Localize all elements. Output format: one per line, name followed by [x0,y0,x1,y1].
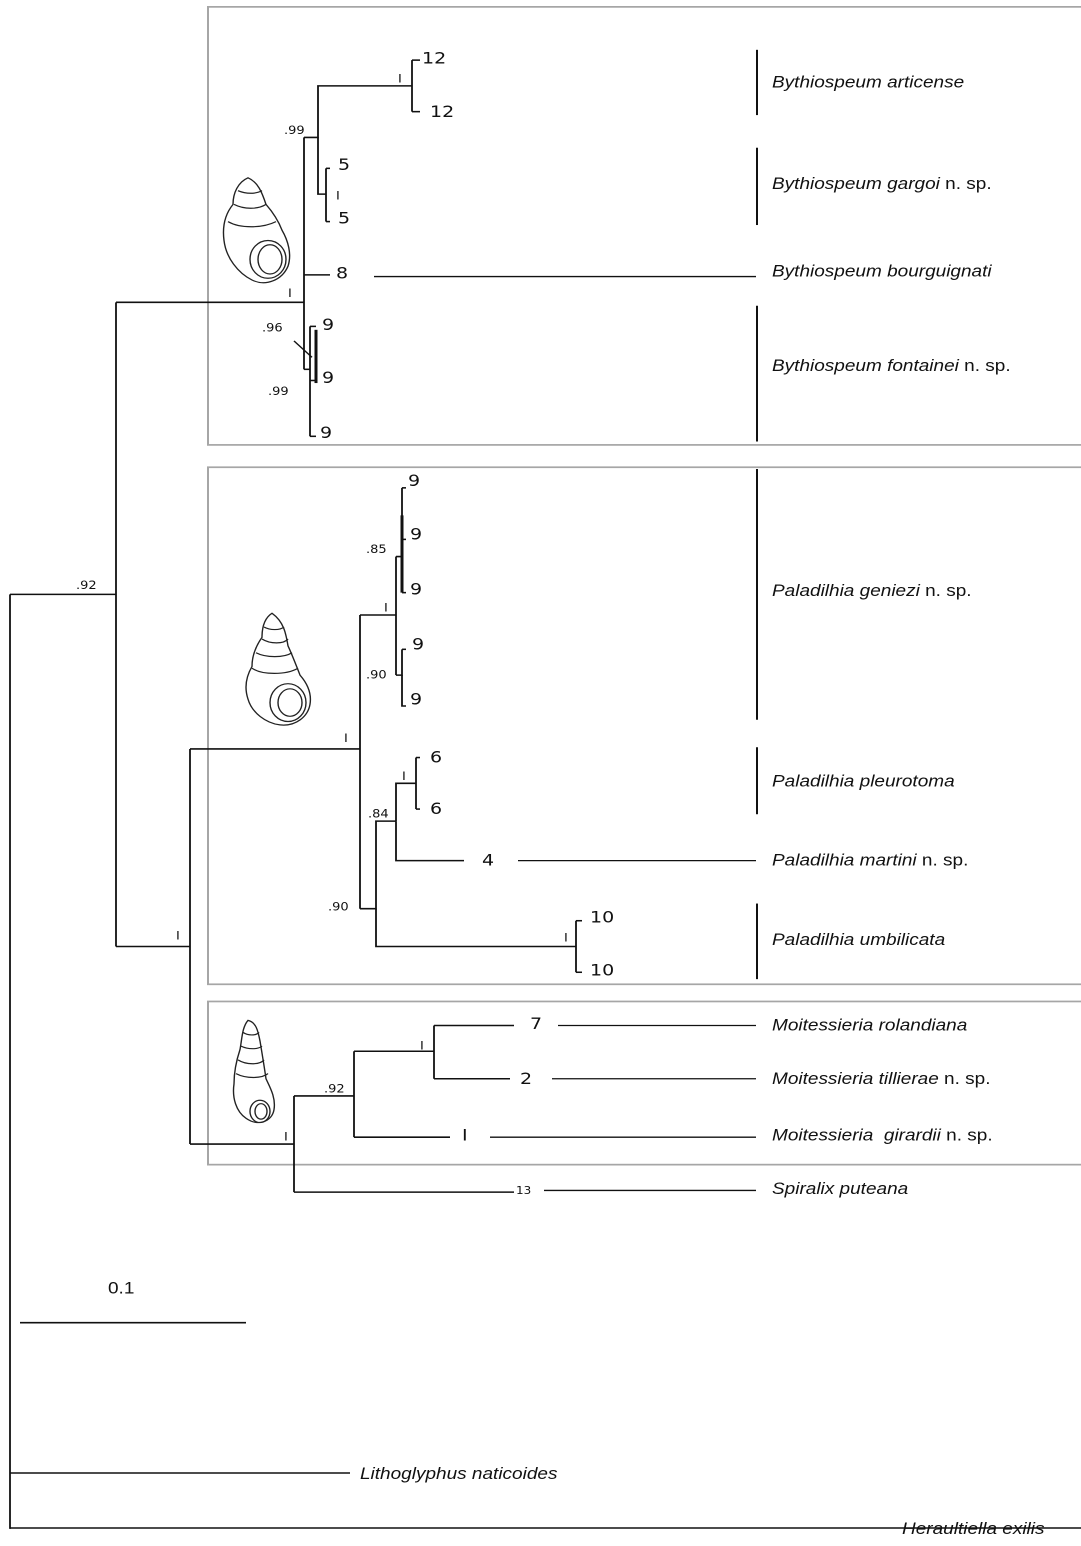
species-label-rolandiana: Moitessieria rolandiana [772,1016,967,1034]
tip-number: 12 [430,103,454,121]
scale-label: 0.1 [108,1279,134,1297]
tip-number: 9 [322,369,334,387]
support-value: I [420,1039,424,1052]
support-value: .96 [262,321,283,334]
species-label-spiralix: Spiralix puteana [772,1179,908,1197]
tip-number: 9 [322,316,334,334]
branch-byth-upper [304,85,412,139]
species-label-lithoglyphus: Lithoglyphus naticoides [360,1464,558,1482]
species-label-pleurotoma: Paladilhia pleurotoma [772,772,955,790]
tip-number: 2 [520,1070,532,1088]
support-value: I [384,601,388,614]
branch-geniezi-bot-b [401,675,406,707]
support-value: .85 [366,543,387,556]
branch-paladilhia-lower [360,820,396,910]
bythiospeum-shell-icon [222,177,291,284]
tip-number: 10 [590,962,614,980]
tip-number: I [462,1127,468,1145]
tip-number: 7 [530,1015,542,1033]
paladilhia-clade-box [207,466,1081,986]
support-value: I [284,1130,288,1143]
tip-number: 9 [320,424,332,442]
support-value: I [336,189,340,202]
tip-number: 10 [590,909,614,927]
bythiospeum-clade-box [207,6,1081,446]
support-value: .84 [368,808,389,821]
tip-number: 9 [410,581,422,599]
tip-number: 12 [422,50,446,68]
species-label-tillierae: Moitessieria tillierae n. sp. [772,1069,991,1087]
tip-number: 4 [482,852,494,870]
branch-pleuro-martini [395,821,464,862]
tip-number: 5 [338,209,350,227]
support-value: .90 [366,668,387,681]
species-label-articense: Bythiospeum articense [772,73,964,91]
paladilhia-shell-icon [245,612,312,726]
species-label-umbilicata: Paladilhia umbilicata [772,930,945,948]
branch-to-pleurotoma [395,782,416,822]
tip-number: 9 [410,526,422,544]
species-label-martini: Paladilhia martini n. sp. [772,851,968,869]
tip-number: 9 [408,472,420,490]
species-label-bourguignati: Bythiospeum bourguignati [772,262,993,280]
support-value: .99 [268,385,289,398]
branch-to-umbilicata [375,908,576,948]
species-label-geniezi: Paladilhia geniezi n. sp. [772,581,972,599]
tip-number: 13 [516,1185,531,1197]
tip-number: 6 [430,800,442,818]
support-value: .92 [324,1082,345,1095]
moitessieria-shell-icon [232,1019,276,1124]
support-value: I [564,931,568,944]
support-value: .99 [284,124,305,137]
species-label-girardii: Moitessieria girardii n. sp. [772,1126,993,1144]
support-value: I [398,72,402,85]
support-value: I [176,929,180,942]
species-label-gargoi: Bythiospeum gargoi n. sp. [772,174,992,192]
support-value: I [344,732,348,745]
tip-number: 8 [336,264,348,282]
tip-number: 9 [412,635,424,653]
moitessieria-clade-box [207,1000,1081,1166]
branch-gargoi-stem [317,137,326,195]
support-value: .92 [76,579,97,592]
tip-number: 9 [410,690,422,708]
support-value: .90 [328,900,349,913]
species-label-heraultiella: Heraultiella exilis [902,1519,1045,1537]
support-value: I [288,287,292,300]
tip-number: 6 [430,749,442,767]
support-leader-096 [293,340,313,358]
species-label-fontainei: Bythiospeum fontainei n. sp. [772,356,1011,374]
tip-number: 5 [338,156,350,174]
support-value: I [402,770,406,783]
